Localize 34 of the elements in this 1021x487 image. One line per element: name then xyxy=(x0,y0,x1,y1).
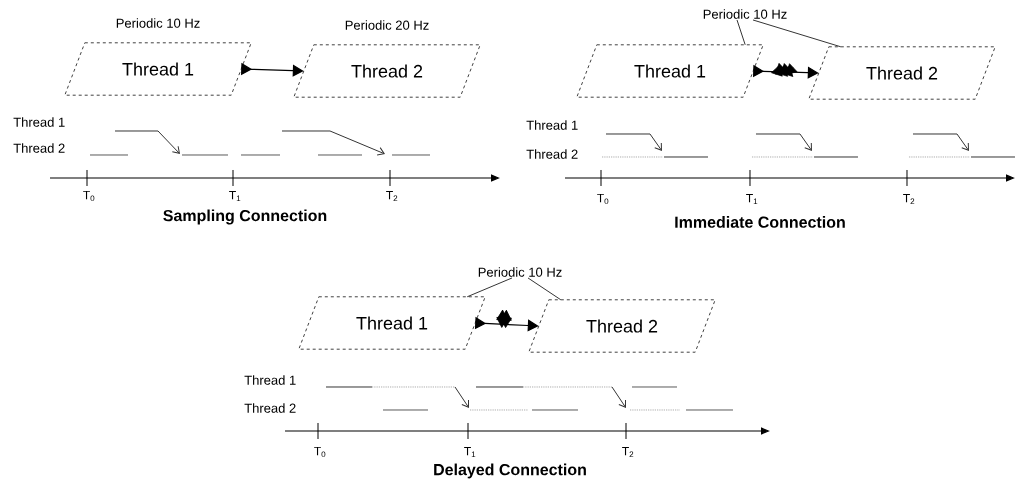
tick-label: T$_{1}$ xyxy=(746,193,758,204)
tick-label: T$_{2}$ xyxy=(386,190,398,201)
panel-title: Sampling Connection xyxy=(163,209,327,225)
tick-label: T$_{2}$ xyxy=(903,193,915,204)
rate-label: Periodic 10 Hz xyxy=(703,9,787,19)
panel-title: Immediate Connection xyxy=(675,216,845,228)
leader-line xyxy=(752,19,842,48)
tick-label: T$_{0}$ xyxy=(597,193,609,205)
rate-label: Periodic 10 Hz xyxy=(478,267,562,277)
thread-box: Thread 1 xyxy=(64,42,252,96)
row-label: Thread 1 xyxy=(13,117,65,127)
panel-title: Delayed Connection xyxy=(434,463,586,479)
thread-box: Thread 1 xyxy=(576,44,764,98)
tick-label: T$_{0}$ xyxy=(314,446,326,458)
row-label: Thread 2 xyxy=(13,143,65,153)
leader-line xyxy=(736,19,746,46)
rate-label: Periodic 10 Hz xyxy=(116,18,200,28)
row-label: Thread 1 xyxy=(244,375,296,385)
thread-box: Thread 2 xyxy=(528,299,716,353)
thread-box: Thread 2 xyxy=(808,46,996,100)
thread-box: Thread 1 xyxy=(298,296,486,350)
rate-label: Periodic 20 Hz xyxy=(345,20,429,30)
thread-box: Thread 2 xyxy=(293,44,481,98)
leader-line xyxy=(527,277,562,301)
tick-label: T$_{1}$ xyxy=(229,190,241,201)
row-label: Thread 2 xyxy=(526,149,578,159)
arrow xyxy=(753,63,819,79)
tick-label: T$_{1}$ xyxy=(464,446,476,457)
row-label: Thread 1 xyxy=(526,120,578,130)
tick-label: T$_{0}$ xyxy=(83,190,95,202)
row-label: Thread 2 xyxy=(244,403,296,413)
tick-label: T$_{2}$ xyxy=(622,446,634,457)
arrow xyxy=(474,309,539,332)
leader-line xyxy=(466,277,513,298)
